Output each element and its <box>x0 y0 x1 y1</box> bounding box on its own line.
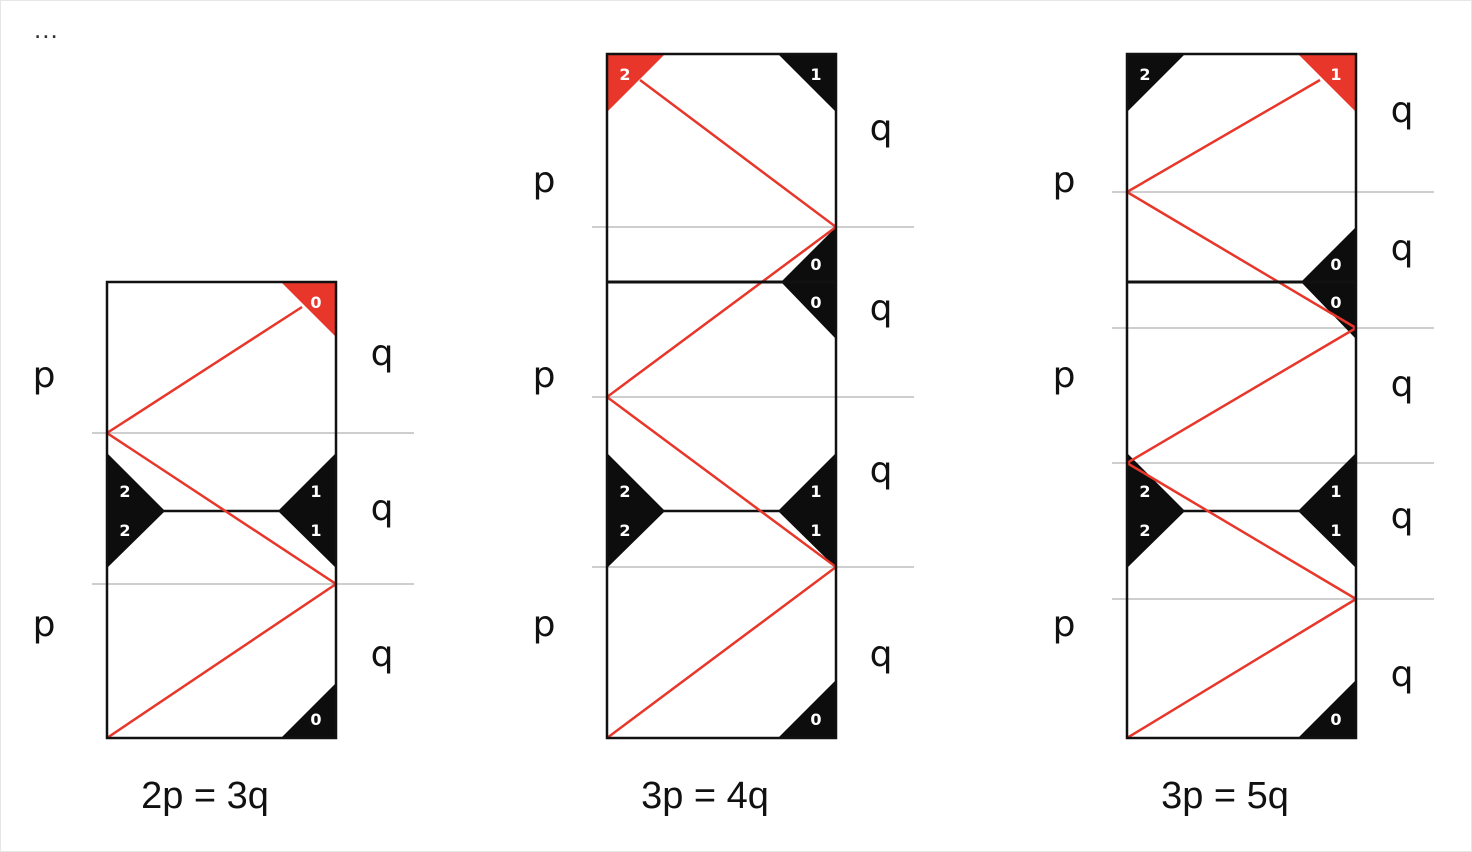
corner-marker <box>1127 54 1185 112</box>
left-label: p <box>533 160 556 201</box>
marker-number: 1 <box>310 521 321 540</box>
marker-number: 1 <box>810 65 821 84</box>
reflection-path <box>1127 78 1356 738</box>
right-label: q <box>870 108 893 149</box>
right-label: q <box>1391 90 1414 131</box>
right-label: q <box>870 634 893 675</box>
left-label: p <box>1053 160 1076 201</box>
left-label: p <box>33 355 56 396</box>
corner-marker <box>1298 680 1356 738</box>
right-label: q <box>1391 228 1414 269</box>
left-label: p <box>533 355 556 396</box>
side-marker <box>778 453 836 568</box>
left-label: p <box>33 604 56 645</box>
reflection-path <box>607 79 836 738</box>
left-label: p <box>533 604 556 645</box>
panel-frame <box>105 280 338 740</box>
marker-number: 1 <box>310 482 321 501</box>
corner-marker-highlight <box>281 282 336 337</box>
marker-number: 0 <box>810 293 821 312</box>
marker-number: 1 <box>1330 65 1341 84</box>
top-ellipsis: ... <box>34 14 59 44</box>
reflection-path <box>107 305 336 738</box>
marker-number: 2 <box>1139 482 1150 501</box>
panel-caption: 2p = 3q <box>141 775 269 817</box>
left-label: p <box>1053 604 1076 645</box>
marker-number: 2 <box>119 521 130 540</box>
marker-number: 2 <box>619 521 630 540</box>
marker-number: 0 <box>1330 255 1341 274</box>
corner-marker <box>778 680 836 738</box>
side-marker <box>1298 453 1356 568</box>
marker-number: 2 <box>619 65 630 84</box>
right-label: q <box>1391 654 1414 695</box>
corner-marker <box>781 282 836 339</box>
panel-caption: 3p = 4q <box>641 775 769 817</box>
side-marker <box>1127 453 1185 568</box>
corner-marker <box>781 227 836 282</box>
corner-marker-highlight <box>607 54 665 112</box>
panel-frame <box>1125 52 1358 740</box>
right-label: q <box>371 634 394 675</box>
panel-3p-5q: 2 1 0 0 2 2 1 1 0 p p p q q q q q 3p = 5… <box>1053 52 1434 817</box>
marker-number: 0 <box>810 255 821 274</box>
marker-number: 0 <box>1330 710 1341 729</box>
marker-number: 0 <box>310 293 321 312</box>
marker-number: 0 <box>1330 293 1341 312</box>
marker-number: 2 <box>1139 521 1150 540</box>
panel-3p-4q: 2 1 0 0 2 2 1 1 0 p p p q q q q 3p = 4q <box>533 52 914 817</box>
right-label: q <box>870 288 893 329</box>
side-marker <box>607 453 665 568</box>
side-marker <box>278 453 336 568</box>
side-marker <box>107 453 165 568</box>
panel-2p-3q: 0 0 2 2 1 1 p p q q q 2p = 3q <box>33 280 414 817</box>
marker-number: 0 <box>810 710 821 729</box>
right-label: q <box>870 450 893 491</box>
marker-number: 2 <box>1139 65 1150 84</box>
panel-caption: 3p = 5q <box>1161 775 1289 817</box>
marker-number: 1 <box>810 482 821 501</box>
marker-number: 0 <box>310 710 321 729</box>
marker-number: 1 <box>1330 482 1341 501</box>
corner-marker <box>281 683 336 738</box>
right-label: q <box>371 488 394 529</box>
panel-frame <box>605 52 838 740</box>
right-label: q <box>1391 364 1414 405</box>
marker-number: 2 <box>619 482 630 501</box>
marker-number: 1 <box>810 521 821 540</box>
marker-number: 1 <box>1330 521 1341 540</box>
corner-marker <box>778 54 836 112</box>
corner-marker-highlight <box>1298 54 1356 112</box>
corner-marker <box>1301 227 1356 282</box>
marker-number: 2 <box>119 482 130 501</box>
right-label: q <box>371 333 394 374</box>
right-label: q <box>1391 496 1414 537</box>
left-label: p <box>1053 355 1076 396</box>
